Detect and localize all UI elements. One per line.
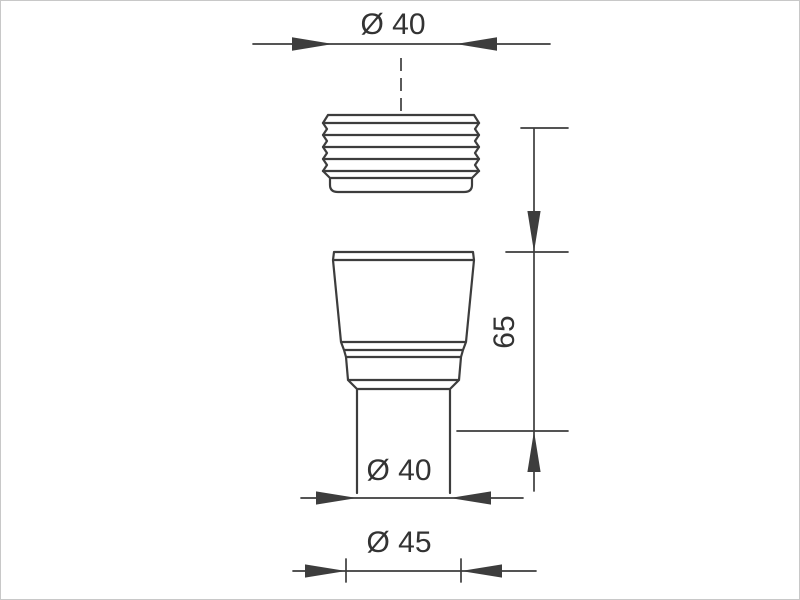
outer-diameter-dimension: Ø 45 [292, 526, 537, 583]
inner-diameter-dimension: Ø 40 [300, 454, 524, 505]
outer-diameter-extension-ticks [345, 558, 462, 583]
top-diameter-dimension: Ø 40 [252, 8, 551, 51]
coupling-bottom-collar [321, 169, 481, 194]
outer-diameter-arrowheads [305, 564, 502, 578]
inner-diameter-label: Ø 40 [366, 454, 431, 487]
top-diameter-label: Ø 40 [360, 8, 425, 41]
outer-diameter-label: Ø 45 [366, 526, 431, 559]
adapter-body [331, 250, 476, 495]
inner-diameter-arrowheads [316, 491, 491, 505]
coupling-flange [321, 113, 481, 125]
thread-ridge-lines [321, 133, 481, 173]
height-label: 65 [488, 315, 521, 348]
height-dimension: 65 [456, 127, 569, 492]
top-dimension-arrowheads [292, 37, 497, 51]
height-dimension-lines [456, 127, 569, 492]
threaded-coupling [321, 113, 481, 194]
adapter-body-outline [331, 250, 476, 495]
